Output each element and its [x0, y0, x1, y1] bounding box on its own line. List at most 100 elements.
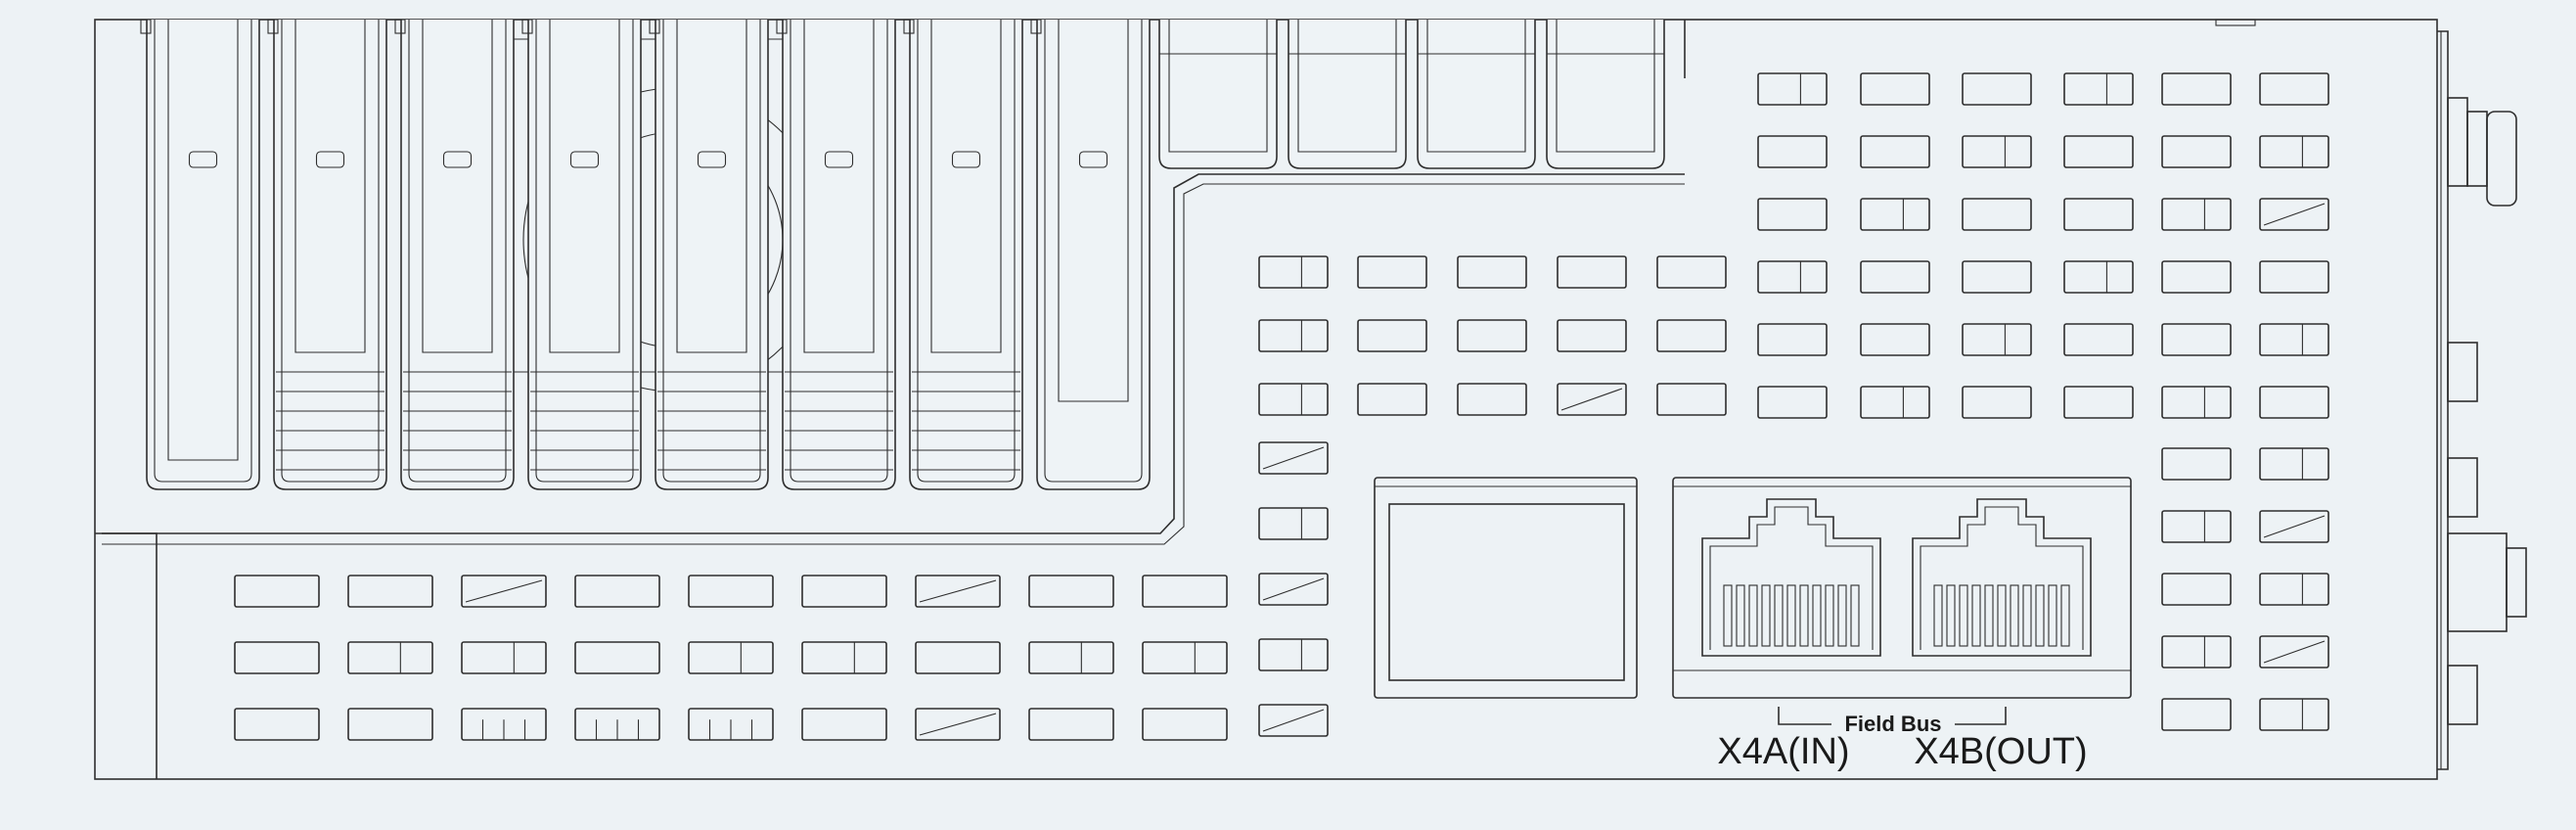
vent-slot: [2259, 135, 2329, 168]
vent-slot-diagonal: [2263, 640, 2326, 664]
fin-inner-edge: [662, 20, 761, 483]
vent-slot-outline: [1258, 704, 1329, 737]
vent-slot: [2161, 447, 2232, 481]
vent-slot-outline: [2259, 447, 2329, 481]
vent-slot-outline: [1757, 386, 1828, 419]
vent-slot: [1860, 323, 1930, 356]
vent-slot-outline: [234, 708, 320, 741]
fin-inner-edge: [408, 20, 507, 483]
fin-channel: [422, 20, 493, 353]
heatsink-fin: [267, 19, 387, 490]
rj45-jacks: [1701, 498, 2092, 657]
vent-slot: [2259, 510, 2329, 543]
vent-slot: [2161, 72, 2232, 106]
vent-slot: [347, 641, 433, 674]
vent-slot-outline: [915, 575, 1001, 608]
vent-slot-outline: [1028, 641, 1114, 674]
fin-clip: [1078, 151, 1108, 168]
vent-slot-outline: [2259, 635, 2329, 669]
vent-slot: [1258, 319, 1329, 352]
vent-slot: [801, 708, 887, 741]
rj45-contact-pin: [2022, 584, 2032, 647]
rj45-contact-pin: [1723, 584, 1733, 647]
vent-slot: [574, 641, 660, 674]
top-vent-slot: [1546, 20, 1665, 169]
vent-slot: [1457, 255, 1527, 289]
vent-slot: [1557, 319, 1627, 352]
vent-slot: [1258, 638, 1329, 671]
vent-slot-outline: [1258, 441, 1329, 475]
vent-slot-outline: [2063, 72, 2134, 106]
vent-slot: [1258, 383, 1329, 416]
vent-slot: [2161, 698, 2232, 731]
vent-slot-outline: [2259, 72, 2329, 106]
vent-slot-outline: [1962, 72, 2032, 106]
fin-body: [273, 20, 387, 490]
vent-slot-outline: [1142, 708, 1228, 741]
vent-slot: [2063, 323, 2134, 356]
rj45-contact-pin: [1984, 584, 1994, 647]
vent-slot: [1860, 198, 1930, 231]
fin-channel: [549, 20, 620, 353]
vent-slot-diagonal: [465, 579, 543, 603]
vent-slot-outline: [2161, 323, 2232, 356]
vent-slot: [1962, 198, 2032, 231]
vent-slot-outline: [1557, 255, 1627, 289]
right-fittings: [2447, 97, 2527, 725]
rj45-contact-pin: [2035, 584, 2045, 647]
heatsink-fin: [394, 19, 515, 490]
vent-slot-outline: [2259, 198, 2329, 231]
vent-slot-outline: [1258, 507, 1329, 540]
vent-slot: [2161, 510, 2232, 543]
heatsink-boundary-inner: [102, 183, 1685, 545]
rj45-jack-outline: [1701, 498, 1881, 657]
vent-slot: [2259, 72, 2329, 106]
fin-clip: [315, 151, 345, 168]
right-flange: [2437, 30, 2449, 770]
rj45-contact-pin: [1933, 584, 1943, 647]
vent-slot-outline: [801, 575, 887, 608]
vent-slot: [1028, 575, 1114, 608]
vent-slot-outline: [1258, 383, 1329, 416]
vent-slot-outline: [2063, 323, 2134, 356]
connector-block: [2447, 532, 2508, 632]
vent-slot: [2063, 72, 2134, 106]
vent-slot: [461, 708, 547, 741]
rj45-jack-outline: [1912, 498, 2092, 657]
vent-slot: [234, 708, 320, 741]
vent-slot: [1142, 575, 1228, 608]
vent-slot: [347, 575, 433, 608]
fin-channel: [676, 20, 747, 353]
fin-clip: [569, 151, 600, 168]
vent-slot: [1757, 323, 1828, 356]
vent-slot-outline: [2063, 260, 2134, 294]
top-vent-slot-inner: [1426, 20, 1526, 153]
vent-slot: [1557, 255, 1627, 289]
vent-slot: [574, 708, 660, 741]
vent-slot-outline: [1962, 323, 2032, 356]
vent-slot: [1457, 319, 1527, 352]
port-in-label: X4A(IN): [1717, 731, 1849, 772]
vent-slot: [2161, 198, 2232, 231]
vent-slot: [2259, 260, 2329, 294]
vent-slot-outline: [1357, 383, 1427, 416]
vent-slot-outline: [1860, 135, 1930, 168]
rj45-jack-inner: [1709, 506, 1874, 650]
vent-slot-outline: [1557, 319, 1627, 352]
vent-slot-diagonal: [919, 713, 997, 736]
fin-body: [400, 20, 515, 490]
vent-slot-outline: [2161, 510, 2232, 543]
vent-slot-outline: [1962, 135, 2032, 168]
vent-slot: [461, 575, 547, 608]
heatsink-fin: [776, 19, 896, 490]
rj45-contact-pin: [2060, 584, 2070, 647]
fin-clip: [951, 151, 981, 168]
fin-clip: [442, 151, 473, 168]
vent-slot: [2161, 135, 2232, 168]
rj45-jack-inner: [1920, 506, 2084, 650]
fin-channel: [294, 20, 366, 353]
vent-slot-outline: [688, 641, 774, 674]
fin-top-tab: [903, 19, 915, 34]
